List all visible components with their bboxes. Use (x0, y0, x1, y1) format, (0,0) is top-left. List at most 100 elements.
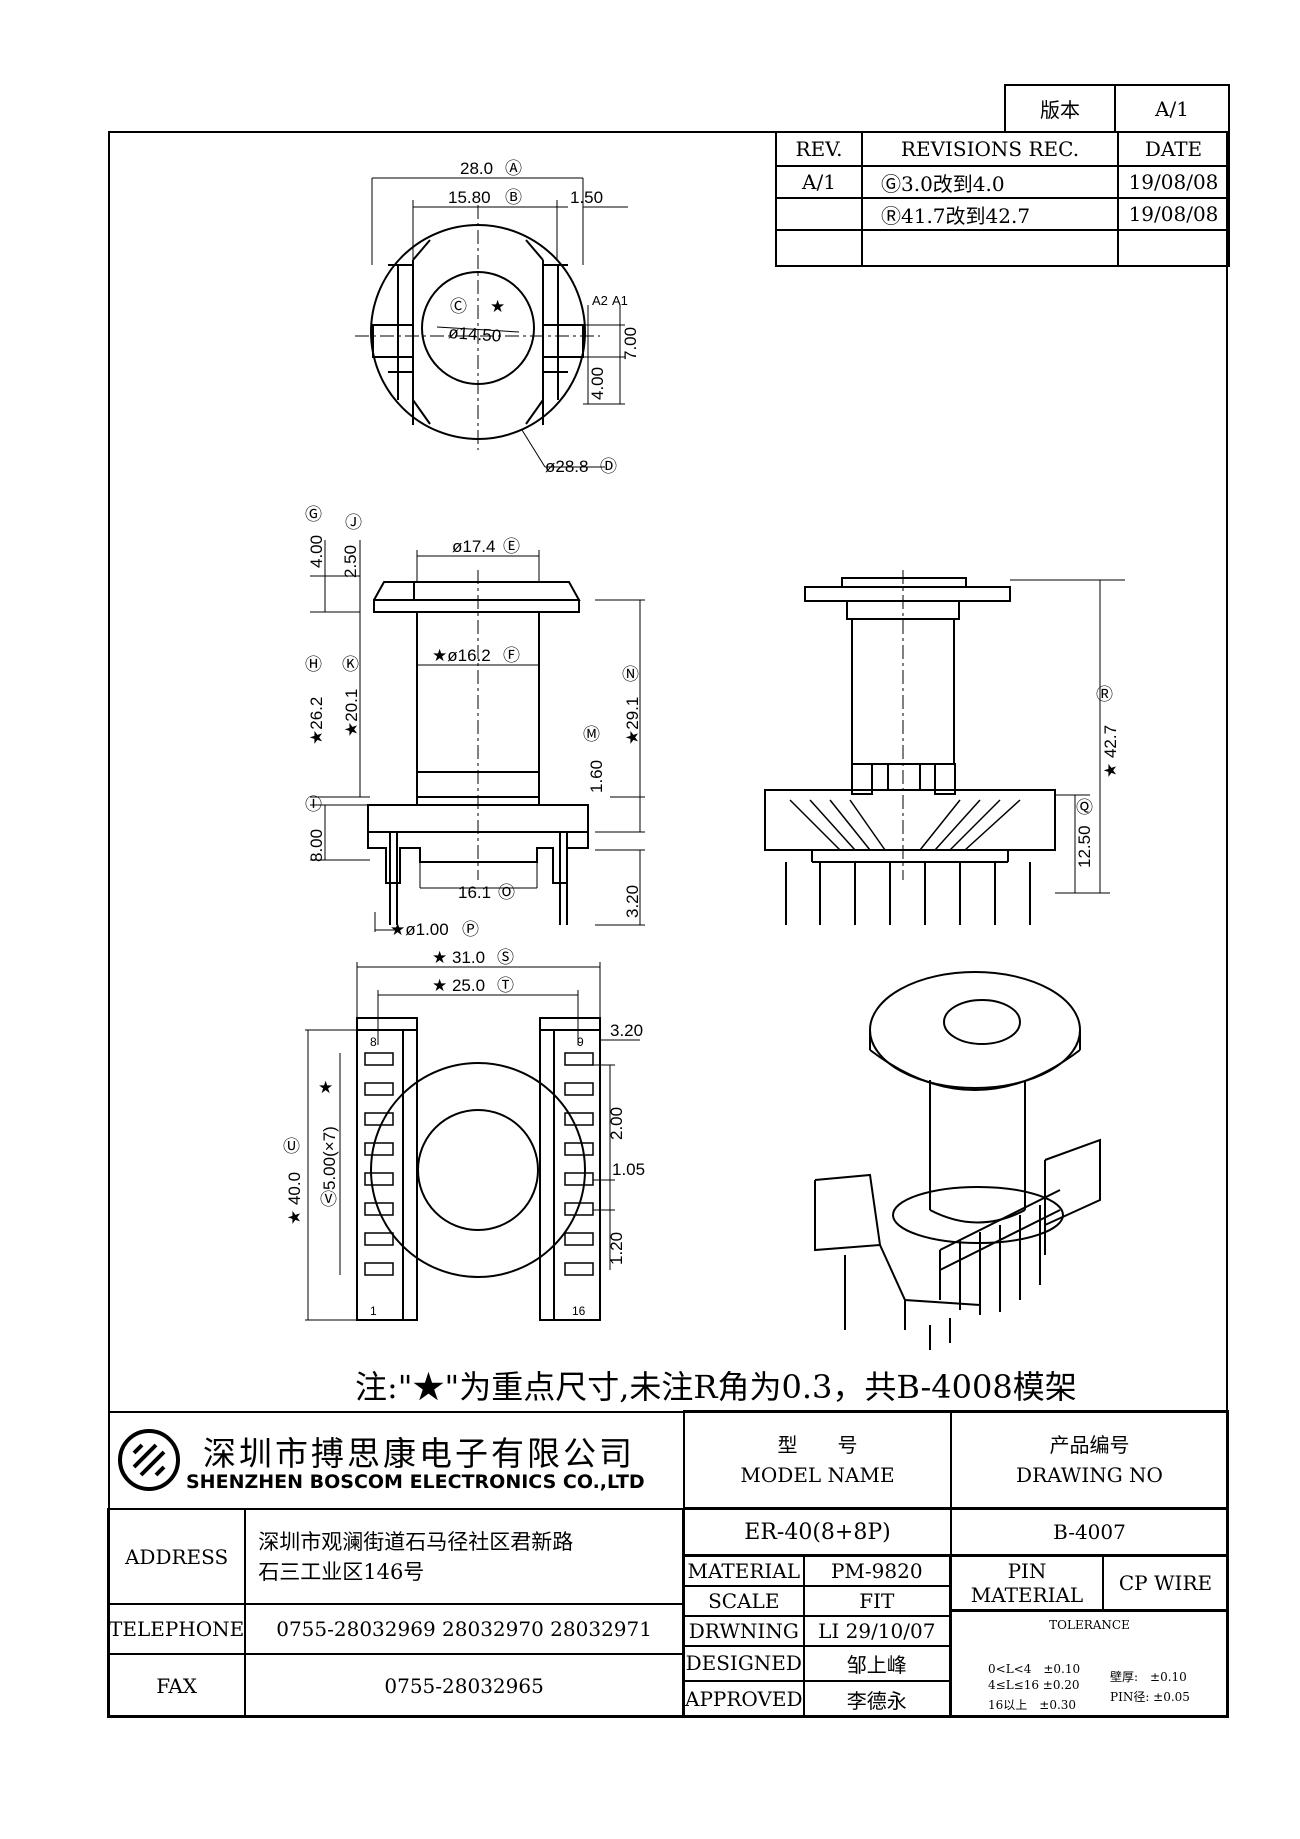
telephone-label: TELEPHONE (106, 1603, 247, 1655)
dim-t: ★ 25.0 (432, 976, 485, 995)
address-label: ADDRESS (106, 1508, 247, 1605)
address-line-2: 石三工业区146号 (258, 1559, 425, 1584)
tolerance-cell: TOLERANCE 0<L<4 ±0.10 4≤L≤16 ±0.20 16以上 … (950, 1610, 1229, 1718)
isometric-view (814, 971, 1101, 1350)
dim-n-letter: Ⓝ (622, 665, 639, 684)
tolerance-pin: PIN径: ±0.05 (1110, 1690, 1190, 1704)
dim-r: ★ 42.7 (1101, 725, 1120, 778)
dim-f: ★ø16.2 (432, 646, 491, 665)
dim-7: 7.00 (621, 327, 640, 360)
date-header: DATE (1117, 131, 1230, 167)
dim-s-letter: Ⓢ (497, 948, 514, 967)
pin-material-value: CP WIRE (1102, 1555, 1229, 1611)
dim-q-letter: Ⓠ (1076, 798, 1093, 817)
version-box: 版本 A/1 (1004, 84, 1230, 133)
model-value: ER-40(8+8P) (683, 1508, 952, 1556)
revisions-rec-header: REVISIONS REC. (861, 131, 1119, 167)
drawing-value: B-4007 (950, 1508, 1229, 1556)
designed-label: DESIGNED (683, 1644, 805, 1683)
pin-9-label: 9 (577, 1035, 584, 1049)
model-name-en: MODEL NAME (740, 1462, 895, 1487)
version-value: A/1 (1114, 84, 1230, 133)
dim-e: ø17.4 (452, 537, 495, 556)
company-cell: 深圳市搏思康电子有限公司 SHENZHEN BOSCOM ELECTRONICS… (108, 1411, 685, 1510)
dim-f-letter: Ⓕ (503, 646, 520, 665)
dim-p: ★ø1.00 (390, 920, 449, 939)
pin-material-table: PIN MATERIAL CP WIRE (950, 1555, 1229, 1611)
contact-table: ADDRESS 深圳市观澜街道石马径社区君新路 石三工业区146号 TELEPH… (106, 1508, 684, 1718)
model-table: 型 号 MODEL NAME 产品编号 DRAWING NO (683, 1410, 1229, 1509)
dim-c: 1.50 (570, 188, 603, 207)
tolerance-label: TOLERANCE (1049, 1618, 1130, 1632)
dim-m-letter: Ⓜ (583, 725, 600, 744)
dim-e-letter: Ⓔ (503, 537, 520, 556)
revisions-table: REV. REVISIONS REC. DATE A/1 Ⓖ3.0改到4.0 1… (775, 131, 1230, 267)
dim-c-star: ★ (490, 297, 505, 316)
pin-material-label-2: MATERIAL (970, 1583, 1084, 1607)
model-value-table: ER-40(8+8P) B-4007 (683, 1508, 1229, 1556)
dim-b-letter: Ⓑ (505, 188, 522, 207)
dim-320: 3.20 (623, 885, 642, 918)
dim-t-letter: Ⓣ (497, 976, 514, 995)
dim-k: ★20.1 (342, 689, 361, 737)
material-value: PM-9820 (802, 1555, 952, 1587)
model-name-cn: 型 号 (777, 1432, 858, 1457)
rec-cell: Ⓡ41.7改到42.7 (861, 197, 1119, 231)
title-block (108, 1411, 1228, 1719)
date-cell: 19/08/08 (1117, 197, 1230, 231)
date-cell (1117, 229, 1230, 267)
tolerance-range-2: 4≤L≤16 ±0.20 (988, 1678, 1080, 1692)
version-label: 版本 (1004, 84, 1116, 133)
dim-a: 28.0 (460, 159, 493, 178)
dim-g-letter: Ⓖ (305, 505, 322, 524)
tolerance-wall: 壁厚: ±0.10 (1110, 1670, 1187, 1684)
rec-cell: Ⓖ3.0改到4.0 (861, 165, 1119, 199)
dim-n: ★29.1 (623, 697, 642, 745)
dim-d-letter: Ⓓ (600, 457, 617, 476)
approved-value: 李德永 (802, 1680, 952, 1718)
dim-u-letter: Ⓤ (283, 1137, 300, 1156)
side-view (764, 570, 1125, 925)
dim-h-letter: Ⓗ (305, 655, 322, 674)
dim-g: 4.00 (307, 535, 326, 568)
telephone-value: 0755-28032969 28032970 28032971 (244, 1603, 684, 1655)
dim-u: ★ 40.0 (285, 1172, 304, 1225)
dim-outer: ø28.8 (545, 457, 588, 476)
dim-s: ★ 31.0 (432, 948, 485, 967)
dim-105: 1.05 (612, 1160, 645, 1179)
scale-value: FIT (802, 1584, 952, 1617)
dim-v-star: ★ (318, 1078, 333, 1097)
dim-core-dia: ø14.50 (448, 323, 502, 346)
company-logo-icon (118, 1429, 180, 1491)
fax-label: FAX (106, 1653, 247, 1718)
dim-4: 4.00 (588, 367, 607, 400)
tolerance-range-1: 0<L<4 ±0.10 (988, 1662, 1081, 1676)
dim-o-letter: Ⓞ (498, 883, 515, 902)
dim-k-letter: Ⓚ (342, 655, 359, 674)
pin-material-label: PIN MATERIAL (950, 1555, 1104, 1611)
tolerance-range-3: 16以上 ±0.30 (988, 1698, 1077, 1712)
bottom-view (305, 962, 640, 1321)
company-name-cn: 深圳市搏思康电子有限公司 (203, 1434, 635, 1473)
dim-v: 5.00(×7) (320, 1126, 339, 1190)
fax-value: 0755-28032965 (244, 1653, 684, 1718)
dim-h: ★26.2 (307, 697, 326, 745)
dim-p320: 3.20 (610, 1021, 643, 1040)
dim-a2-letter: A2 (592, 293, 608, 308)
approved-label: APPROVED (683, 1680, 805, 1718)
scale-label: SCALE (683, 1584, 805, 1617)
address-value: 深圳市观澜街道石马径社区君新路 石三工业区146号 (244, 1508, 684, 1605)
rev-cell: A/1 (775, 165, 863, 199)
dim-a-letter: Ⓐ (505, 159, 522, 178)
dim-j: 2.50 (341, 545, 360, 578)
dim-j-letter: Ⓙ (345, 513, 362, 532)
dim-b: 15.80 (448, 188, 491, 207)
dim-c-letter: Ⓒ (450, 297, 467, 316)
designed-value: 邹上峰 (802, 1644, 952, 1683)
drawing-note: 注:"★"为重点尺寸,未注R角为0.3，共B-4008模架 (355, 1368, 1077, 1406)
pin-16-label: 16 (572, 1304, 586, 1318)
drawing-no-cn: 产品编号 (1049, 1432, 1130, 1457)
drawing-by-value: LI 29/10/07 (802, 1614, 952, 1647)
dim-200: 2.00 (607, 1107, 626, 1140)
top-view (355, 177, 628, 468)
